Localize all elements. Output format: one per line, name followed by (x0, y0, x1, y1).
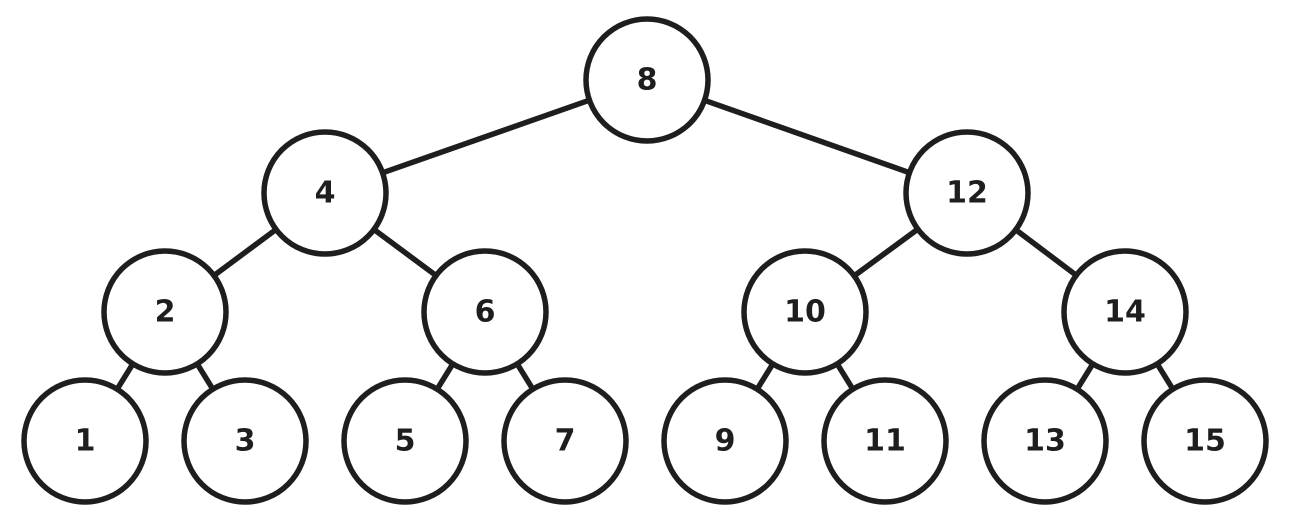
edge-12-14 (1012, 226, 1080, 279)
tree-node-11: 11 (821, 377, 949, 505)
node-circle (261, 129, 389, 257)
node-label: 13 (1024, 424, 1066, 459)
node-label: 5 (395, 424, 416, 459)
node-circle (903, 129, 1031, 257)
node-label: 14 (1104, 295, 1146, 330)
tree-node-14: 14 (1061, 248, 1189, 376)
node-label: 4 (315, 176, 336, 211)
edge-4-2 (211, 226, 279, 279)
node-label: 12 (946, 176, 988, 211)
node-circle (421, 248, 549, 376)
node-label: 6 (475, 295, 496, 330)
node-label: 10 (784, 295, 826, 330)
node-label: 8 (637, 63, 658, 98)
node-circle (21, 377, 149, 505)
node-circle (341, 377, 469, 505)
edge-6-7 (514, 361, 536, 392)
tree-node-15: 15 (1141, 377, 1269, 505)
node-label: 1 (75, 424, 96, 459)
tree-node-7: 7 (501, 377, 629, 505)
edge-8-4 (379, 97, 593, 176)
node-label: 11 (864, 424, 906, 459)
tree-node-8: 8 (583, 16, 711, 144)
edge-12-10 (851, 226, 921, 279)
tree-node-12: 12 (903, 129, 1031, 257)
node-circle (181, 377, 309, 505)
node-label: 2 (155, 295, 176, 330)
edges-layer (114, 97, 1176, 392)
edge-8-12 (701, 97, 913, 176)
tree-node-3: 3 (181, 377, 309, 505)
node-circle (501, 377, 629, 505)
edge-10-11 (834, 361, 856, 392)
tree-node-13: 13 (981, 377, 1109, 505)
edge-2-1 (114, 361, 136, 392)
tree-node-6: 6 (421, 248, 549, 376)
node-circle (741, 248, 869, 376)
node-circle (1141, 377, 1269, 505)
node-label: 3 (235, 424, 256, 459)
node-label: 15 (1184, 424, 1226, 459)
tree-node-4: 4 (261, 129, 389, 257)
node-circle (101, 248, 229, 376)
node-label: 9 (715, 424, 736, 459)
edge-6-5 (434, 361, 456, 392)
edge-4-6 (371, 226, 439, 279)
node-circle (821, 377, 949, 505)
tree-node-5: 5 (341, 377, 469, 505)
tree-node-9: 9 (661, 377, 789, 505)
node-circle (661, 377, 789, 505)
tree-node-10: 10 (741, 248, 869, 376)
edge-14-13 (1074, 361, 1096, 392)
edge-14-15 (1154, 361, 1176, 392)
edge-2-3 (194, 361, 216, 392)
edge-10-9 (754, 361, 776, 392)
node-circle (981, 377, 1109, 505)
node-circle (1061, 248, 1189, 376)
tree-node-2: 2 (101, 248, 229, 376)
node-label: 7 (555, 424, 576, 459)
node-circle (583, 16, 711, 144)
tree-node-1: 1 (21, 377, 149, 505)
